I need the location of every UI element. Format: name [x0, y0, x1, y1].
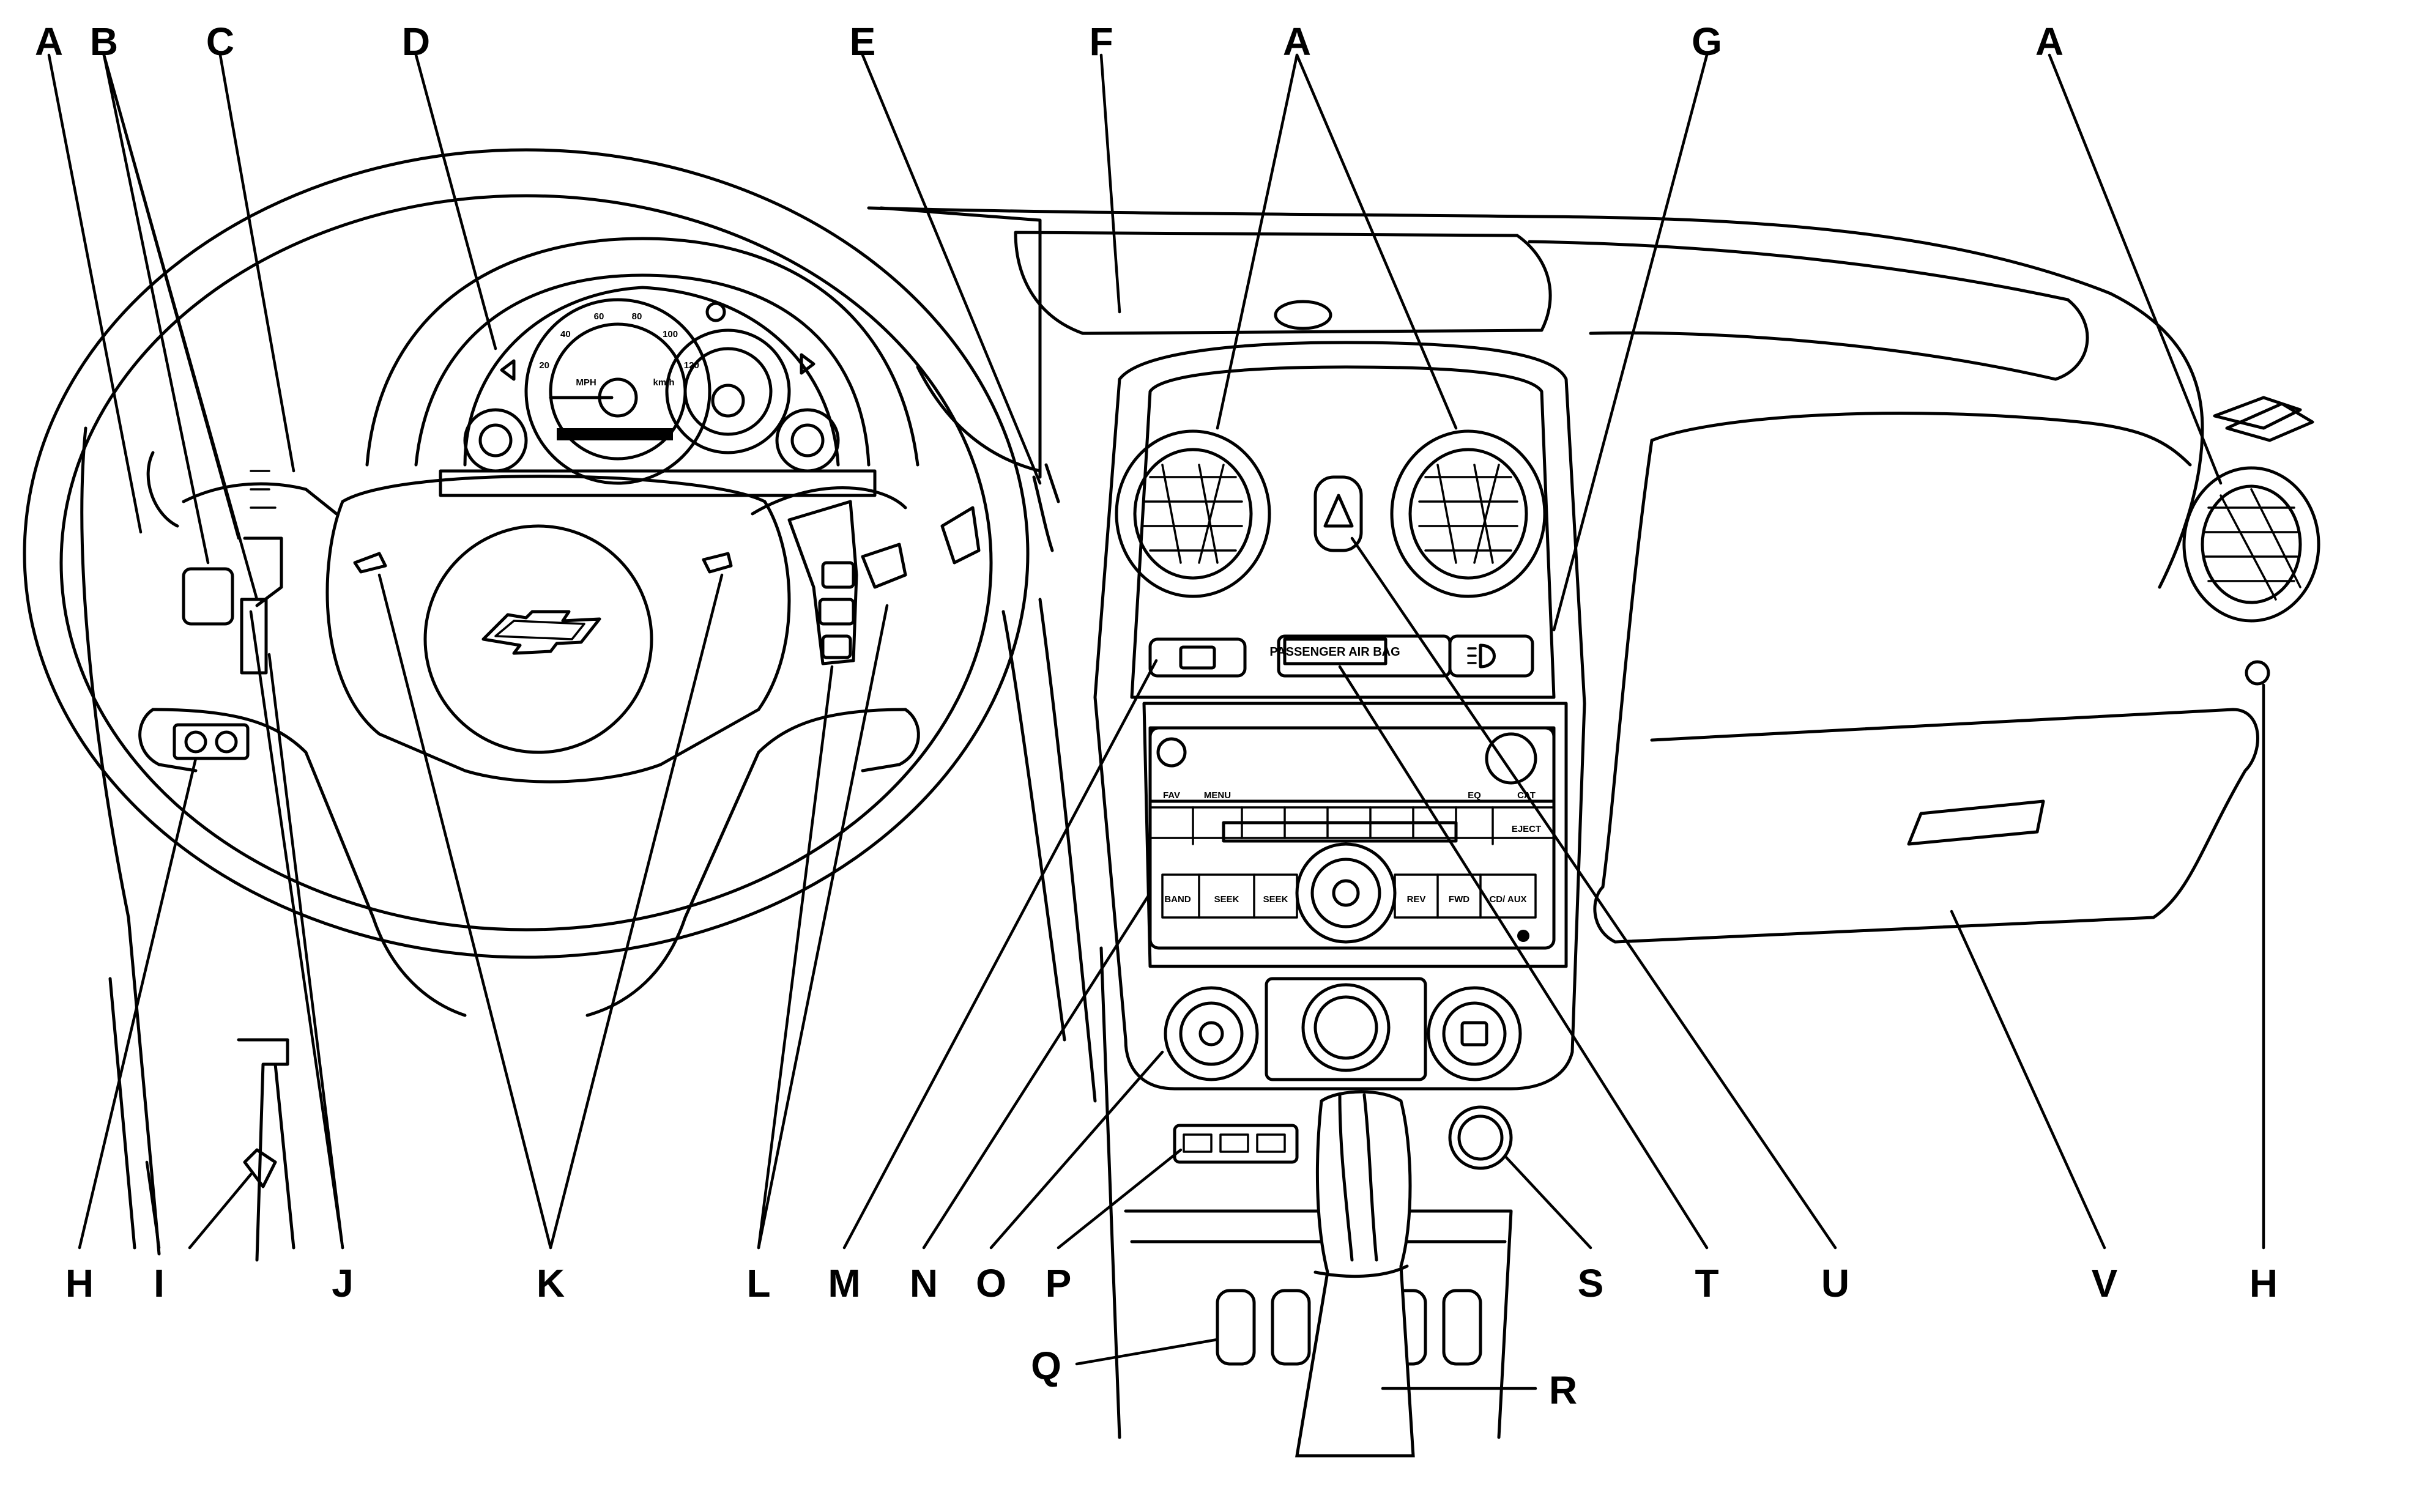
center-stack [1093, 341, 1586, 1091]
radio-btn-eject: EJECT [1512, 824, 1541, 834]
callout-i-bottom: I [154, 1261, 165, 1305]
callout-n-bottom: N [910, 1261, 938, 1305]
speedometer-tick-120: 120 [684, 360, 699, 371]
callout-h-bottom-1: H [65, 1261, 94, 1305]
radio-btn-eq: EQ [1468, 790, 1481, 801]
radio: FAV MENU EQ CAT EJECT BAND SEEK SEEK REV… [1148, 726, 1556, 950]
callout-v-bottom: V [2092, 1261, 2118, 1305]
speedometer-tick-60: 60 [594, 311, 604, 322]
rear-window-buttons [1173, 1124, 1299, 1164]
callout-a-top-3: A [2035, 20, 2064, 64]
leader-lines [47, 53, 2265, 1390]
callout-t-bottom: T [1695, 1261, 1718, 1305]
airbag-label: PASSENGER AIR BAG [1269, 645, 1400, 659]
mph-label: MPH [576, 377, 596, 388]
fog-lamp-button [1448, 634, 1534, 678]
gear-shifter [1295, 1090, 1415, 1458]
vent-center-right [1390, 429, 1547, 598]
callout-j-bottom: J [332, 1261, 354, 1305]
vent-center-left [1115, 429, 1271, 598]
cruise-buttons [173, 723, 250, 760]
radio-btn-aux: CD/ AUX [1489, 894, 1526, 905]
callout-c-top: C [206, 20, 234, 64]
callout-q: Q [1031, 1344, 1061, 1388]
radio-btn-fav: FAV [1163, 790, 1180, 801]
callout-k-bottom: K [537, 1261, 565, 1305]
callout-p-bottom: P [1046, 1261, 1072, 1305]
steering-hub [325, 475, 791, 784]
steering-wheel [23, 148, 1030, 1017]
callout-b-top: B [90, 20, 118, 64]
speedometer-tick-20: 20 [539, 360, 549, 371]
callout-a-top-1: A [35, 20, 63, 64]
callout-e-top: E [850, 20, 876, 64]
speedometer-tick-100: 100 [663, 329, 678, 339]
radio-btn-band: BAND [1164, 894, 1191, 905]
vent-right [2182, 466, 2320, 623]
glove-box [1593, 412, 2270, 944]
callout-m-bottom: M [828, 1261, 860, 1305]
turn-signal-stalk [146, 451, 283, 675]
speedometer-ticks: 20 40 60 80 100 120 [539, 311, 699, 371]
callout-g-top: G [1692, 20, 1722, 64]
radio-btn-seek-fwd: SEEK [1263, 894, 1288, 905]
radio-btn-rev: REV [1407, 894, 1426, 905]
horn-icon-left [353, 552, 387, 574]
power-outlet [1448, 1105, 1513, 1170]
callout-f-top: F [1089, 20, 1113, 64]
speedometer-tick-40: 40 [560, 329, 571, 339]
callout-u-bottom: U [1821, 1261, 1849, 1305]
dash-trim [80, 206, 1121, 1439]
radio-btn-seek-back: SEEK [1214, 894, 1239, 905]
radio-btn-menu: MENU [1204, 790, 1231, 801]
callout-s-bottom: S [1578, 1261, 1604, 1305]
callout-o-bottom: O [976, 1261, 1006, 1305]
kmh-label: km/h [653, 377, 674, 388]
dashboard-top [867, 206, 2314, 589]
traction-switch [1148, 637, 1247, 678]
horn-icon-right [702, 552, 733, 574]
audio-controls [787, 500, 907, 665]
hazard-button [1313, 475, 1363, 552]
radio-btn-fwd: FWD [1449, 894, 1469, 905]
speedometer-tick-80: 80 [632, 311, 642, 322]
callout-l-bottom: L [746, 1261, 770, 1305]
climate-controls [1164, 977, 1522, 1081]
callout-a-top-2: A [1283, 20, 1311, 64]
callout-labels: A B C D E F A G A H I J K L M N O P S T … [35, 20, 2278, 1412]
callout-r: R [1549, 1368, 1577, 1412]
callout-h-bottom-2: H [2249, 1261, 2278, 1305]
instrument-cluster: MPH km/h 20 40 60 80 100 120 [365, 237, 919, 497]
callout-d-top: D [402, 20, 430, 64]
